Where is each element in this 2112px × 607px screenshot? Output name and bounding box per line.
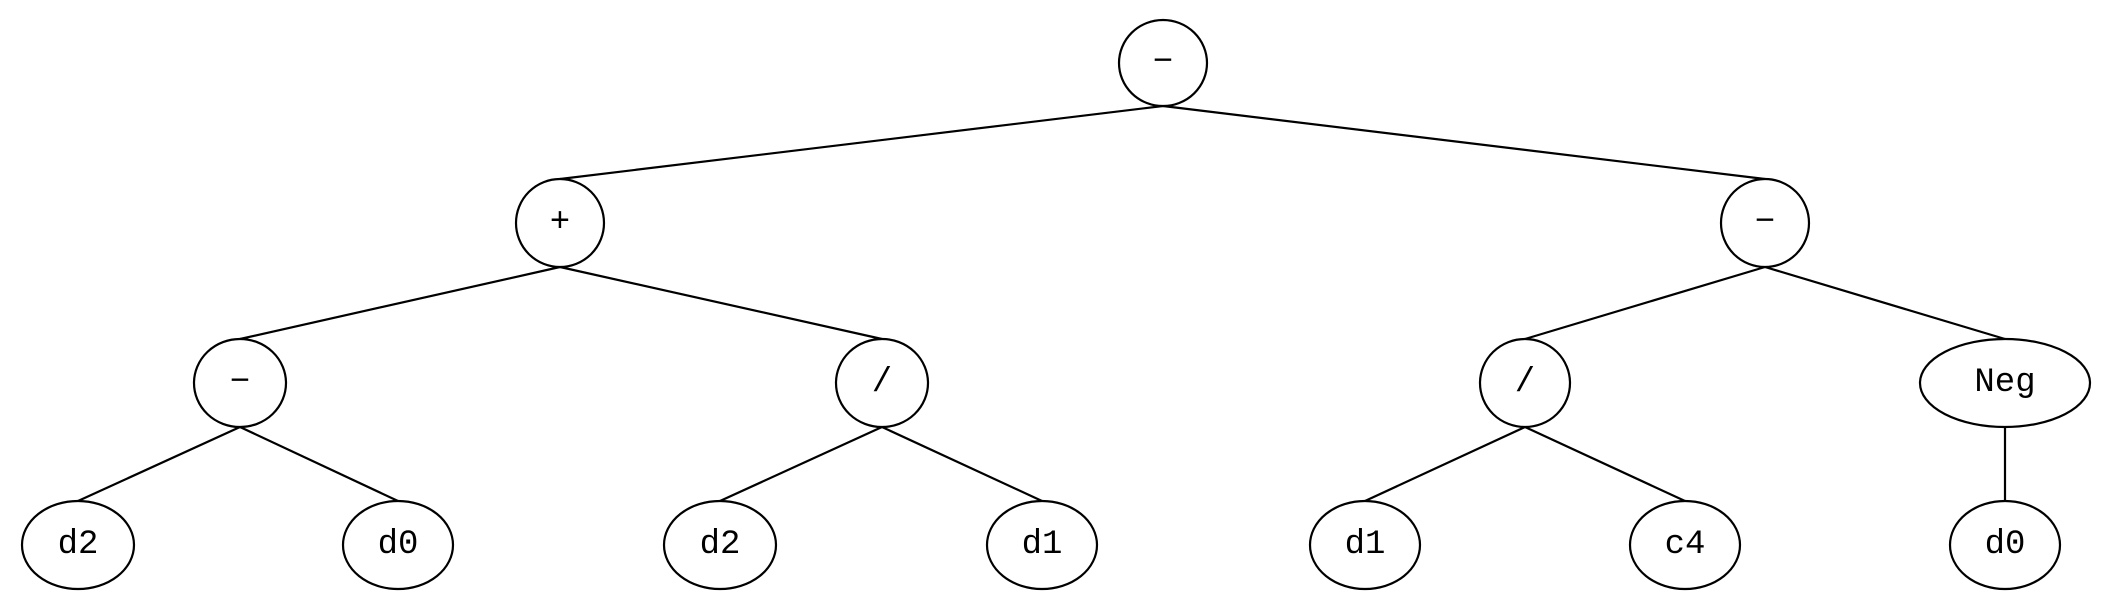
tree-edge [1524, 265, 1766, 341]
tree-node: d0 [341, 499, 455, 591]
tree-edge [77, 425, 241, 503]
node-label: c4 [1665, 526, 1706, 564]
node-ellipse [662, 499, 778, 591]
node-label: + [550, 204, 570, 242]
node-label: d2 [58, 526, 99, 564]
tree-edge [1764, 265, 2006, 341]
tree-node: d1 [1308, 499, 1422, 591]
node-ellipse [1918, 337, 2092, 429]
edges-layer [77, 104, 2007, 503]
tree-node: − [192, 337, 288, 429]
node-label: − [230, 364, 250, 402]
tree-node: Neg [1918, 337, 2092, 429]
node-label: d2 [700, 526, 741, 564]
node-ellipse [1308, 499, 1422, 591]
tree-node: d2 [662, 499, 778, 591]
node-ellipse [20, 499, 136, 591]
node-ellipse [1719, 177, 1811, 269]
node-label: Neg [1974, 364, 2035, 402]
node-ellipse [514, 177, 606, 269]
tree-edge [719, 425, 883, 503]
node-label: d0 [1985, 526, 2026, 564]
tree-edge [559, 104, 1164, 181]
tree-node: d0 [1948, 499, 2062, 591]
tree-node: / [834, 337, 930, 429]
node-ellipse [834, 337, 930, 429]
tree-node: + [514, 177, 606, 269]
node-ellipse [1117, 18, 1209, 108]
node-label: − [1755, 204, 1775, 242]
node-ellipse [1628, 499, 1742, 591]
node-ellipse [192, 337, 288, 429]
tree-node: d1 [985, 499, 1099, 591]
tree-node: c4 [1628, 499, 1742, 591]
node-label: d1 [1345, 526, 1386, 564]
nodes-layer: − + − − / / Neg d2 d0 d2 d1 d1 c4 d0 [20, 18, 2092, 591]
node-ellipse [1478, 337, 1572, 429]
tree-edge [1524, 426, 1686, 502]
tree-node: / [1478, 337, 1572, 429]
node-label: d0 [378, 526, 419, 564]
tree-node: d2 [20, 499, 136, 591]
tree-node: − [1117, 18, 1209, 108]
node-ellipse [341, 499, 455, 591]
tree-edge [239, 265, 561, 341]
tree-edge [881, 426, 1043, 502]
node-label: − [1153, 44, 1173, 82]
tree-edge [559, 265, 883, 341]
node-ellipse [985, 499, 1099, 591]
node-label: d1 [1022, 526, 1063, 564]
tree-node: − [1719, 177, 1811, 269]
tree-edge [239, 426, 399, 502]
tree-edge [1162, 104, 1766, 181]
tree-edge [1364, 426, 1526, 502]
node-label: / [1515, 364, 1535, 402]
node-ellipse [1948, 499, 2062, 591]
node-label: / [872, 364, 892, 402]
